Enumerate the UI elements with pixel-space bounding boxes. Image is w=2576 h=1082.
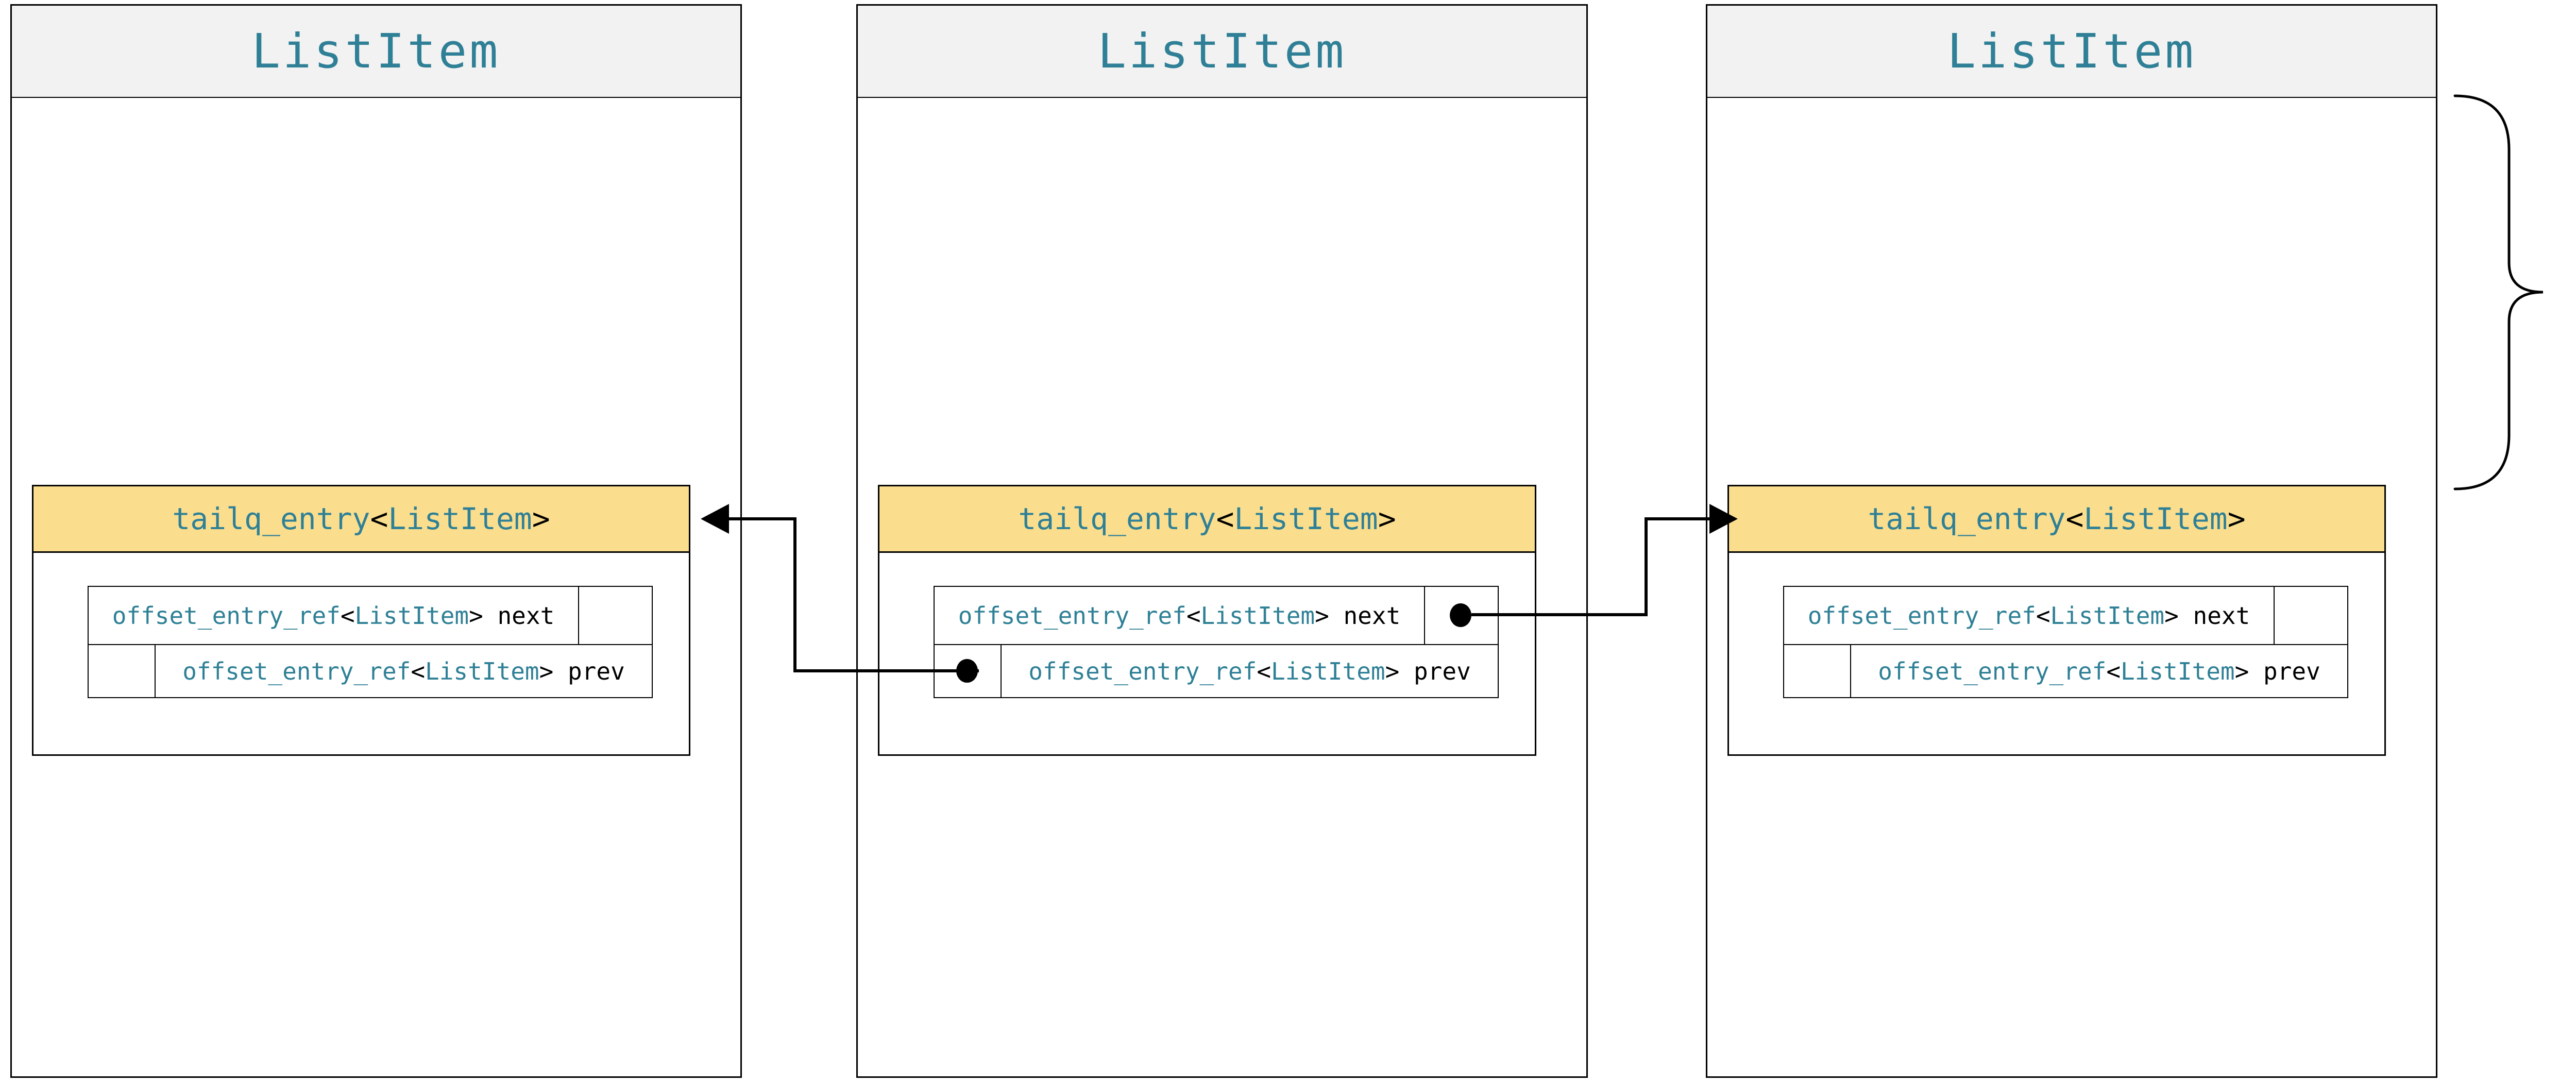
tailq-entry-box-3: tailq_entry<ListItem> offset_entry_ref<L… bbox=[1727, 485, 2386, 756]
tailq-entry-header-2: tailq_entry<ListItem> bbox=[879, 486, 1535, 553]
prev-pointer-cell-3 bbox=[1783, 644, 1851, 698]
prev-field-cell-1: offset_entry_ref<ListItem> prev bbox=[155, 644, 653, 698]
tailq-entry-box-2: tailq_entry<ListItem> offset_entry_ref<L… bbox=[878, 485, 1536, 756]
next-arrow-segment-horizontal-low bbox=[1471, 613, 1648, 616]
prev-pointer-cell-1 bbox=[88, 644, 156, 698]
entry-table-2: offset_entry_ref<ListItem> next offset_e… bbox=[934, 586, 1499, 698]
entry-table-3: offset_entry_ref<ListItem> next offset_e… bbox=[1783, 586, 2348, 698]
tailq-entry-header-1-label: tailq_entry<ListItem> bbox=[172, 501, 550, 536]
tailq-entry-header-2-label: tailq_entry<ListItem> bbox=[1018, 501, 1396, 536]
next-field-cell-3: offset_entry_ref<ListItem> next bbox=[1783, 586, 2275, 645]
next-arrow-segment-horizontal-high bbox=[1645, 517, 1710, 520]
tailq-entry-header-1: tailq_entry<ListItem> bbox=[33, 486, 689, 553]
prev-field-cell-3: offset_entry_ref<ListItem> prev bbox=[1850, 644, 2348, 698]
next-arrowhead-icon bbox=[1709, 504, 1738, 534]
prev-field-label-3: offset_entry_ref<ListItem> prev bbox=[1878, 657, 2320, 685]
entry-table-1: offset_entry_ref<ListItem> next offset_e… bbox=[88, 586, 653, 698]
curly-brace-icon bbox=[2453, 94, 2544, 491]
prev-field-label-2: offset_entry_ref<ListItem> prev bbox=[1028, 657, 1471, 685]
prev-arrowhead-icon bbox=[701, 504, 729, 534]
next-field-label-2: offset_entry_ref<ListItem> next bbox=[958, 601, 1401, 630]
prev-field-cell-2: offset_entry_ref<ListItem> prev bbox=[1001, 644, 1499, 698]
listitem-1-title: ListItem bbox=[251, 24, 501, 79]
listitem-box-3: ListItem tailq_entry<ListItem> offset_en… bbox=[1706, 4, 2437, 1078]
next-field-label-1: offset_entry_ref<ListItem> next bbox=[112, 601, 555, 630]
prev-arrow-segment-horizontal-high bbox=[729, 517, 796, 520]
listitem-box-1: ListItem tailq_entry<ListItem> offset_en… bbox=[10, 4, 742, 1078]
tailq-entry-header-3: tailq_entry<ListItem> bbox=[1729, 486, 2384, 553]
next-pointer-dot bbox=[1450, 603, 1471, 627]
next-field-cell-1: offset_entry_ref<ListItem> next bbox=[88, 586, 579, 645]
tailq-entry-header-3-label: tailq_entry<ListItem> bbox=[1868, 501, 2246, 536]
listitem-1-title-bar: ListItem bbox=[12, 6, 740, 98]
prev-arrow-segment-horizontal-low bbox=[795, 669, 979, 672]
tailq-entry-box-1: tailq_entry<ListItem> offset_entry_ref<L… bbox=[32, 485, 690, 756]
listitem-3-title: ListItem bbox=[1947, 24, 2196, 79]
prev-arrow-segment-vertical bbox=[793, 517, 796, 672]
next-arrow-segment-vertical bbox=[1645, 517, 1648, 616]
next-pointer-cell-3 bbox=[2274, 586, 2348, 645]
listitem-3-title-bar: ListItem bbox=[1707, 6, 2436, 98]
listitem-box-2: ListItem tailq_entry<ListItem> offset_en… bbox=[856, 4, 1588, 1078]
next-field-cell-2: offset_entry_ref<ListItem> next bbox=[934, 586, 1425, 645]
listitem-2-title-bar: ListItem bbox=[858, 6, 1586, 98]
next-field-label-3: offset_entry_ref<ListItem> next bbox=[1807, 601, 2250, 630]
next-pointer-cell-1 bbox=[578, 586, 653, 645]
prev-field-label-1: offset_entry_ref<ListItem> prev bbox=[182, 657, 625, 685]
listitem-2-title: ListItem bbox=[1097, 24, 1347, 79]
